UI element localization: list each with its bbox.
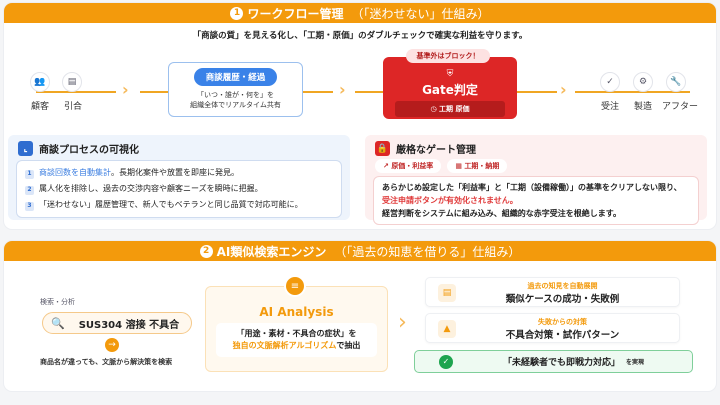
document-icon: ▤: [438, 284, 456, 302]
history-line1: 「いつ・誰が・何を」を: [197, 91, 274, 99]
section-header: 1 ワークフロー管理 （「迷わせない」仕組み）: [4, 3, 716, 23]
shield-icon: ⛨: [446, 69, 454, 79]
search-value: SUS304 溶接 不具合: [78, 319, 180, 331]
chevron-right-icon: ›: [122, 80, 129, 99]
result-card: ▤ 過去の知見を自動展開 類似ケースの成功・失敗例: [425, 277, 680, 307]
flow-line: [36, 91, 116, 93]
gate-text-1: あらかじめ設定した「利益率」と「工期（設備稼働）」の基準をクリアしない限り、: [382, 183, 682, 192]
gate-title: Gate判定: [422, 83, 478, 97]
gate-box: ⛨ Gate判定 ◷ 工期 原価: [383, 57, 517, 119]
search-input[interactable]: 🔍 SUS304 溶接 不具合: [42, 312, 192, 334]
chevron-right-icon: ›: [560, 80, 567, 99]
section-number: 1: [230, 6, 244, 20]
step-label: アフター: [662, 102, 699, 112]
result-suffix: を実現: [626, 359, 645, 366]
gate-text-3: 経営判断をシステムに組み込み、組織的な赤字受注を根絶します。: [382, 209, 621, 218]
step-label: 引合: [64, 102, 83, 112]
section-number: 2: [199, 244, 213, 258]
gear-icon: ⚙: [633, 72, 653, 92]
card-small: 失敗からの対策: [538, 318, 587, 326]
gate-panel: 🔒 厳格なゲート管理 ↗ 原価・利益率 ▦ 工期・納期 あらかじめ設定した「利益率…: [365, 135, 707, 225]
search-icon: 🔍: [51, 316, 65, 330]
ai-analysis-box: AI Analysis 「用途・素材・不具合の症状」を 独自の文脈解析アルゴリズ…: [205, 286, 388, 372]
flow-line: [140, 91, 170, 93]
lock-icon: 🔒: [375, 141, 390, 156]
flow-line: [355, 91, 385, 93]
history-box: 商談履歴・経過 「いつ・誰が・何を」を 組織全体でリアルタイム共有: [168, 62, 303, 117]
step-label: 受注: [601, 102, 620, 112]
section-header: 2 AI類似検索エンジン （「過去の知恵を借りる」仕組み）: [4, 241, 716, 261]
chevron-right-icon: ›: [339, 80, 346, 99]
chip-schedule: ▦ 工期・納期: [447, 159, 508, 173]
gate-tag: 基準外はブロック！: [406, 49, 490, 63]
flow-line: [575, 91, 690, 93]
section-title: ワークフロー管理: [247, 6, 344, 21]
arrow-right-icon[interactable]: →: [105, 338, 119, 352]
section-subtitle: （「過去の知恵を借りる」仕組み）: [334, 244, 521, 259]
ai-line2: 独自の文脈解析アルゴリズムで抽出: [232, 341, 361, 350]
ai-line1: 「用途・素材・不具合の症状」を: [236, 329, 357, 338]
wrench-icon: 🔧: [666, 72, 686, 92]
flow-line: [303, 91, 333, 93]
people-icon: 👥: [30, 72, 50, 92]
check-circle-icon: ✓: [600, 72, 620, 92]
chip-cost: ↗ 原価・利益率: [375, 159, 442, 173]
chart-icon: ⌞: [18, 141, 33, 156]
step-label: 顧客: [31, 102, 50, 112]
card-small: 過去の知見を自動展開: [527, 282, 598, 290]
database-icon: ≡: [284, 275, 306, 297]
step-label: 製造: [634, 102, 653, 112]
card-big: 類似ケースの成功・失敗例: [505, 294, 620, 305]
flow-line: [517, 91, 557, 93]
history-pill: 商談履歴・経過: [193, 68, 278, 86]
history-line2: 組織全体でリアルタイム共有: [190, 101, 281, 109]
search-label: 検索・分析: [40, 298, 75, 306]
chevron-right-icon: ›: [398, 310, 407, 335]
result-banner: ✓ 「未経験者でも即戦力対応」 を実現: [414, 350, 693, 373]
result-card: ▲ 失敗からの対策 不具合対策・試作パターン: [425, 313, 680, 343]
ai-title: AI Analysis: [259, 305, 334, 319]
clock-icon: ◷: [430, 105, 440, 113]
card-big: 不具合対策・試作パターン: [505, 330, 620, 341]
section-title: AI類似検索エンジン: [216, 244, 327, 259]
gate-text-2: 受注申請ボタンが有効化されません。: [382, 196, 518, 205]
section-subtitle: （「迷わせない」仕組み）: [351, 6, 490, 21]
tagline: 「商談の質」を見える化し、「工期・原価」のダブルチェックで確実な利益を守ります。: [192, 31, 528, 41]
panel-title: 商談プロセスの可視化: [39, 145, 139, 156]
list-item: 3「迷わせない」履歴管理で、新人でもベテランと同じ品質で対応可能に。: [25, 197, 333, 213]
warning-icon: ▲: [438, 320, 456, 338]
check-circle-icon: ✓: [439, 354, 453, 369]
search-note: 商品名が違っても、文脈から解決策を検索: [40, 358, 173, 366]
gate-criteria: ◷ 工期 原価: [395, 101, 505, 117]
document-icon: ▤: [62, 72, 82, 92]
panel-title: 厳格なゲート管理: [396, 145, 476, 156]
result-text: 「未経験者でも即戦力対応」: [503, 358, 621, 368]
